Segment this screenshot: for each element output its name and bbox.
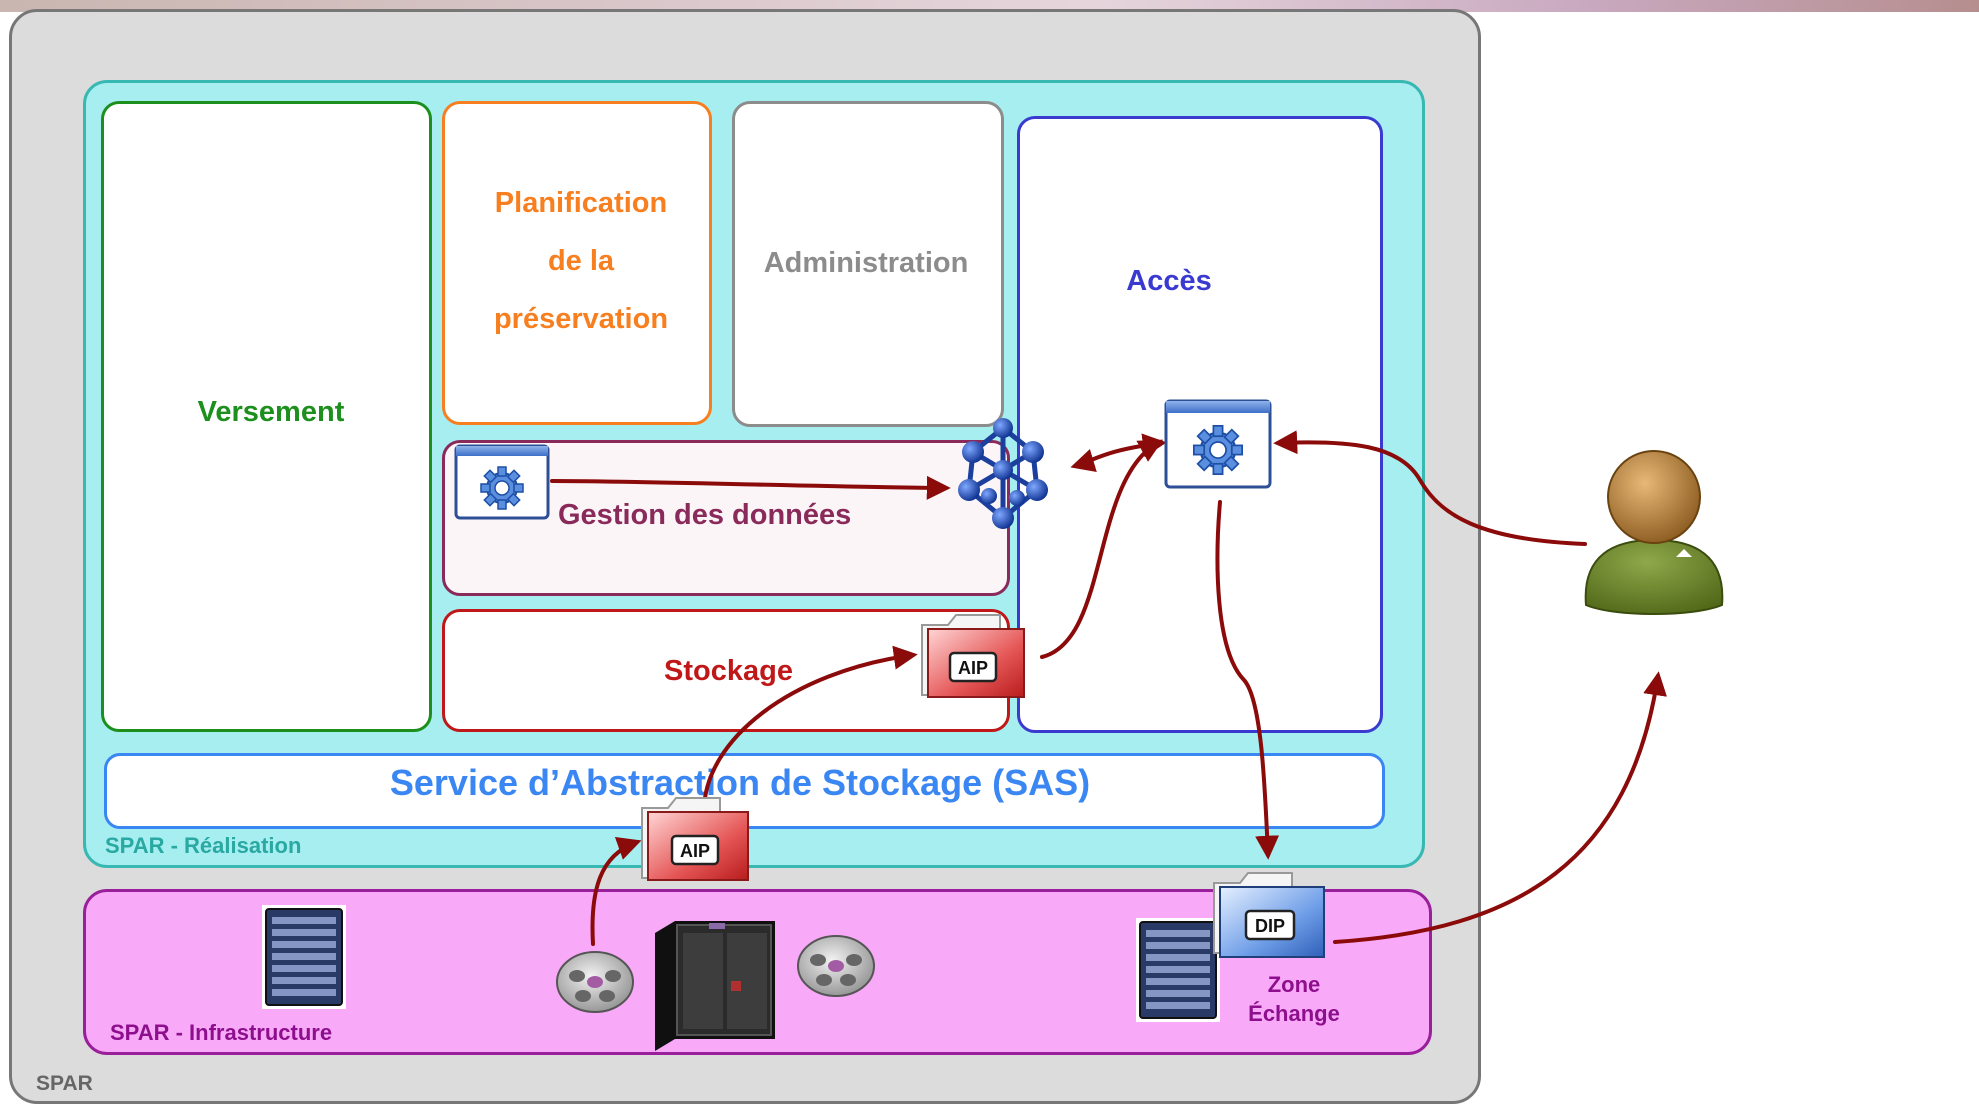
infrastructure-label: SPAR - Infrastructure	[110, 1020, 333, 1045]
aip-text: AIP	[958, 658, 988, 678]
stockage-box	[442, 609, 1010, 732]
aip-text: AIP	[680, 841, 710, 861]
dip-folder-icon: DIP	[1213, 872, 1325, 958]
spar-label: SPAR	[36, 1072, 93, 1095]
planification-label-line2: de la	[547, 245, 615, 277]
tape-reel-icon	[556, 951, 634, 1013]
arrow-gestion-to-network	[550, 475, 951, 500]
planification-label-line1: Planification	[494, 187, 668, 219]
arrow-user-to-acces	[1273, 430, 1587, 546]
versement-box	[101, 101, 432, 732]
tape-reel-icon	[797, 935, 875, 997]
realisation-label: SPAR - Réalisation	[105, 833, 302, 858]
arrow-acces-to-dip	[1215, 500, 1280, 860]
server-icon	[1136, 918, 1220, 1022]
gestion-label: Gestion des données	[558, 499, 852, 531]
zone-echange-label-line2: Échange	[1248, 1001, 1340, 1026]
app-gear-icon	[454, 444, 550, 520]
arrow-dip-to-user	[1333, 671, 1667, 944]
aip-folder-icon: AIP	[921, 614, 1025, 698]
server-icon	[262, 905, 346, 1009]
administration-label: Administration	[763, 247, 969, 279]
stockage-label: Stockage	[664, 655, 793, 687]
sas-label: Service d’Abstraction de Stockage (SAS)	[389, 762, 1091, 803]
arrow-tape-to-aip	[590, 837, 642, 946]
dip-text: DIP	[1255, 916, 1285, 936]
planification-label-line3: préservation	[493, 303, 669, 335]
planification-box	[442, 101, 712, 425]
network-icon	[958, 418, 1048, 529]
zone-echange-label-line1: Zone	[1267, 972, 1321, 997]
versement-label: Versement	[197, 396, 345, 428]
user-icon	[1584, 450, 1724, 615]
arrow-aip-to-acces	[1040, 439, 1164, 659]
acces-label: Accès	[1126, 265, 1212, 297]
arrow-sas-to-stockage	[702, 645, 918, 812]
administration-box	[732, 101, 1004, 427]
tape-library-icon	[655, 921, 775, 1051]
aip-folder-icon: AIP	[641, 797, 749, 881]
app-gear-icon	[1164, 399, 1272, 489]
